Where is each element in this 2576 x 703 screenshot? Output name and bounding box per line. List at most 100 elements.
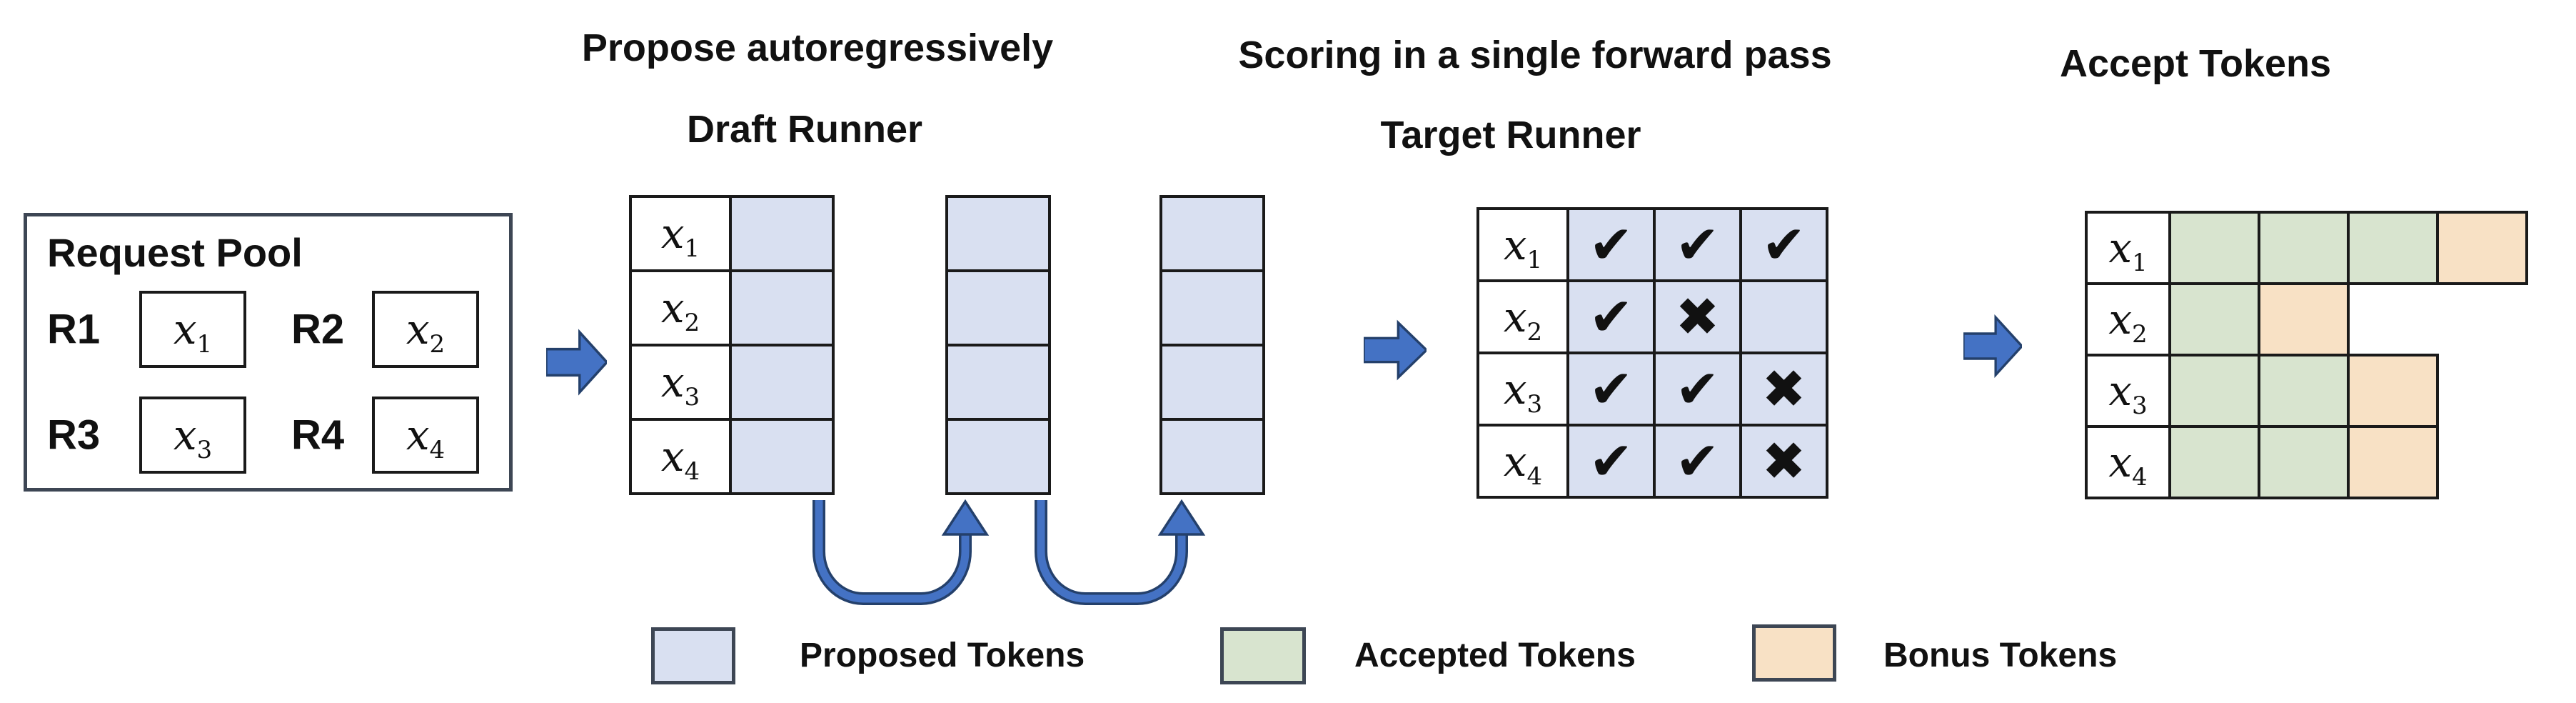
target-label-cell-x2: x2 bbox=[1476, 279, 1569, 354]
proposed-cell bbox=[1159, 195, 1265, 272]
score-cell: ✔ bbox=[1653, 207, 1742, 282]
score-cell: ✖ bbox=[1739, 424, 1828, 499]
proposed-cell bbox=[729, 418, 835, 495]
proposed-cell bbox=[945, 195, 1051, 272]
accept-heading: Accept Tokens bbox=[2059, 42, 2332, 85]
accept-label-cell-x1: x1 bbox=[2085, 211, 2171, 285]
request-pool-row-2: R3 x3 R4 x4 bbox=[27, 397, 509, 474]
accept-label-cell-x3: x3 bbox=[2085, 354, 2171, 428]
draft-label-cell-x2: x2 bbox=[629, 269, 732, 346]
draft-label-cell-x3: x3 bbox=[629, 344, 732, 421]
draft-runner-heading: Draft Runner bbox=[686, 108, 923, 151]
accept-cell bbox=[2436, 211, 2528, 285]
proposed-cell bbox=[729, 195, 835, 272]
check-mark: ✔ bbox=[1589, 358, 1634, 420]
target-label-cell-x3: x3 bbox=[1476, 352, 1569, 427]
propose-heading: Propose autoregressively bbox=[581, 26, 1054, 69]
accept-tokens-grid: x1 x2 x3 x4 bbox=[2085, 211, 2528, 499]
target-row-x2: x2 ✔ ✖ bbox=[1476, 279, 1828, 354]
check-mark: ✔ bbox=[1589, 286, 1634, 348]
accept-cell bbox=[2258, 282, 2350, 357]
accept-cell bbox=[2258, 425, 2350, 499]
accept-cell bbox=[2347, 425, 2439, 499]
legend-swatch-bonus bbox=[1752, 624, 1836, 682]
accept-cell bbox=[2168, 282, 2260, 357]
request-pool-title: Request Pool bbox=[47, 230, 303, 275]
request-pool-panel: Request Pool R1 x1 R2 x2 R3 x3 R4 x4 bbox=[24, 213, 513, 492]
scoring-heading: Scoring in a single forward pass bbox=[1238, 34, 1832, 76]
accept-row-x2: x2 bbox=[2085, 282, 2528, 357]
accept-cell bbox=[2168, 354, 2260, 428]
accept-row-x3: x3 bbox=[2085, 354, 2528, 428]
request-id-r3: R3 bbox=[47, 412, 101, 459]
check-mark: ✔ bbox=[1589, 430, 1634, 492]
check-mark: ✔ bbox=[1761, 214, 1806, 276]
proposed-cell bbox=[1159, 418, 1265, 495]
flow-arrow-icon-3 bbox=[1963, 314, 2022, 379]
flow-arrow-icon-2 bbox=[1364, 319, 1427, 381]
score-cell: ✖ bbox=[1739, 352, 1828, 427]
accept-cell bbox=[2258, 211, 2350, 285]
request-pool-row-1: R1 x1 R2 x2 bbox=[27, 291, 509, 368]
score-cell: ✔ bbox=[1566, 207, 1656, 282]
request-token-box-r2: x2 bbox=[372, 291, 479, 368]
cross-mark: ✖ bbox=[1675, 286, 1720, 348]
cross-mark: ✖ bbox=[1761, 358, 1806, 420]
score-cell: ✔ bbox=[1566, 279, 1656, 354]
request-id-r4: R4 bbox=[291, 412, 345, 459]
target-row-x1: x1 ✔ ✔ ✔ bbox=[1476, 207, 1828, 282]
proposed-cell bbox=[729, 269, 835, 346]
proposed-cell bbox=[1159, 269, 1265, 346]
token-label-x4: x4 bbox=[406, 411, 446, 464]
accept-cell bbox=[2258, 354, 2350, 428]
check-mark: ✔ bbox=[1589, 214, 1634, 276]
score-cell: ✔ bbox=[1739, 207, 1828, 282]
check-mark: ✔ bbox=[1675, 430, 1720, 492]
score-cell: ✔ bbox=[1653, 424, 1742, 499]
proposed-cell bbox=[945, 269, 1051, 346]
proposed-cell bbox=[945, 344, 1051, 421]
draft-grid-step3 bbox=[1159, 195, 1265, 495]
accept-cell bbox=[2168, 425, 2260, 499]
cross-mark: ✖ bbox=[1761, 430, 1806, 492]
request-id-r2: R2 bbox=[291, 306, 345, 353]
proposed-cell bbox=[1159, 344, 1265, 421]
autoregressive-loop-arrow-icon bbox=[812, 499, 1206, 605]
draft-row-x3: x3 bbox=[629, 344, 835, 421]
accept-cell bbox=[2347, 211, 2439, 285]
target-row-x4: x4 ✔ ✔ ✖ bbox=[1476, 424, 1828, 499]
accept-row-x1: x1 bbox=[2085, 211, 2528, 285]
draft-grid-step1: x1 x2 x3 x4 bbox=[629, 195, 835, 495]
legend-swatch-proposed bbox=[651, 627, 735, 684]
target-label-cell-x4: x4 bbox=[1476, 424, 1569, 499]
draft-grid-step2 bbox=[945, 195, 1051, 495]
flow-arrow-icon-1 bbox=[546, 329, 607, 396]
score-cell: ✔ bbox=[1566, 352, 1656, 427]
legend-swatch-accepted bbox=[1220, 627, 1306, 684]
score-cell bbox=[1739, 279, 1828, 354]
accept-cell bbox=[2168, 211, 2260, 285]
token-label-x2: x2 bbox=[406, 305, 446, 359]
request-token-box-r4: x4 bbox=[372, 397, 479, 474]
target-row-x3: x3 ✔ ✔ ✖ bbox=[1476, 352, 1828, 427]
draft-row-x2: x2 bbox=[629, 269, 835, 346]
score-cell: ✖ bbox=[1653, 279, 1742, 354]
draft-label-cell-x4: x4 bbox=[629, 418, 732, 495]
accept-label-cell-x2: x2 bbox=[2085, 282, 2171, 357]
target-runner-grid: x1 ✔ ✔ ✔ x2 ✔ ✖ x3 ✔ ✔ ✖ x4 ✔ ✔ ✖ bbox=[1476, 207, 1828, 499]
check-mark: ✔ bbox=[1675, 358, 1720, 420]
request-token-box-r3: x3 bbox=[139, 397, 246, 474]
proposed-cell bbox=[729, 344, 835, 421]
proposed-cell bbox=[945, 418, 1051, 495]
accept-row-x4: x4 bbox=[2085, 425, 2528, 499]
legend-label-accepted: Accepted Tokens bbox=[1354, 636, 1636, 674]
check-mark: ✔ bbox=[1675, 214, 1720, 276]
score-cell: ✔ bbox=[1653, 352, 1742, 427]
legend-label-proposed: Proposed Tokens bbox=[800, 636, 1085, 674]
request-token-box-r1: x1 bbox=[139, 291, 246, 368]
token-label-x1: x1 bbox=[173, 305, 213, 359]
legend-label-bonus: Bonus Tokens bbox=[1883, 636, 2118, 674]
draft-row-x1: x1 bbox=[629, 195, 835, 272]
draft-label-cell-x1: x1 bbox=[629, 195, 732, 272]
